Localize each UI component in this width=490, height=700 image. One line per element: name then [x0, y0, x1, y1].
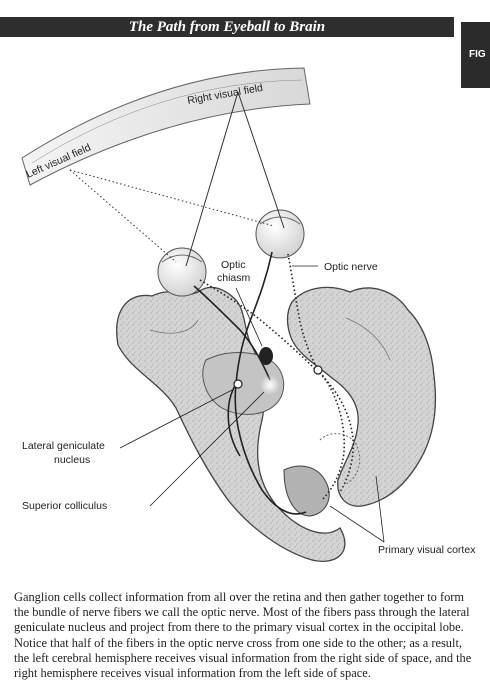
right-lgn-marker: [313, 365, 323, 375]
figure-tab: FIG: [461, 22, 490, 88]
visual-field-band: [21, 67, 311, 186]
colliculus-highlight: [260, 375, 280, 395]
left-lgn-marker: [233, 379, 243, 389]
leader-lines: [119, 265, 385, 543]
figure-title: The Path from Eyeball to Brain: [0, 17, 454, 37]
lgn-label-line2: nucleus: [54, 454, 90, 466]
left-eye: [157, 247, 207, 297]
eye-to-brain-diagram: Right visual field Left visual field: [21, 67, 476, 562]
left-field-projection-lines: [69, 169, 275, 263]
right-eye: [255, 209, 305, 259]
lgn-label-line1: Lateral geniculate: [22, 440, 105, 452]
brain-cross-section: [116, 286, 437, 562]
colliculus-highlight-2: [287, 372, 301, 386]
optic-chiasm-label-line2: chiasm: [217, 272, 251, 284]
primary-visual-cortex-label: Primary visual cortex: [378, 544, 476, 556]
right-field-projection-lines: [185, 91, 285, 267]
optic-chiasm-dot: [259, 347, 273, 365]
optic-nerve-label: Optic nerve: [324, 261, 378, 273]
figure-caption: Ganglion cells collect information from …: [14, 590, 472, 681]
optic-chiasm-label-line1: Optic: [221, 259, 246, 271]
optic-pathway-dotted: [199, 253, 355, 501]
superior-colliculus-label: Superior colliculus: [22, 500, 107, 512]
